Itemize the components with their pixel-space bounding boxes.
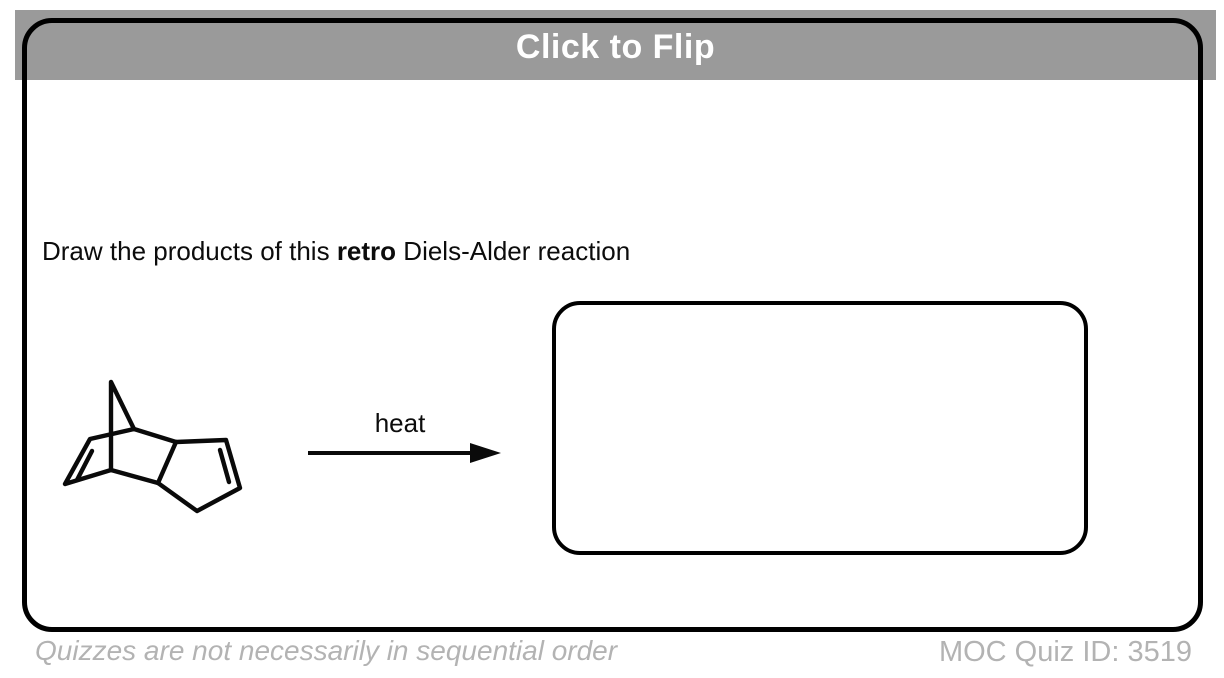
question-text: Draw the products of this retro Diels-Al… [42,236,630,267]
answer-box [552,301,1088,555]
sequential-order-note: Quizzes are not necessarily in sequentia… [35,635,618,666]
reactant-molecule-drawing [62,379,243,514]
flip-header-label: Click to Flip [515,28,716,66]
quiz-id-label: MOC Quiz ID: 3519 [938,636,1192,668]
reaction-arrow-icon [308,443,501,463]
question-suffix: Diels-Alder reaction [396,236,631,266]
reaction-condition-label: heat [374,408,426,438]
flashcard[interactable] [22,18,1203,632]
question-prefix: Draw the products of this [42,236,337,266]
question-emphasis: retro [336,236,397,266]
